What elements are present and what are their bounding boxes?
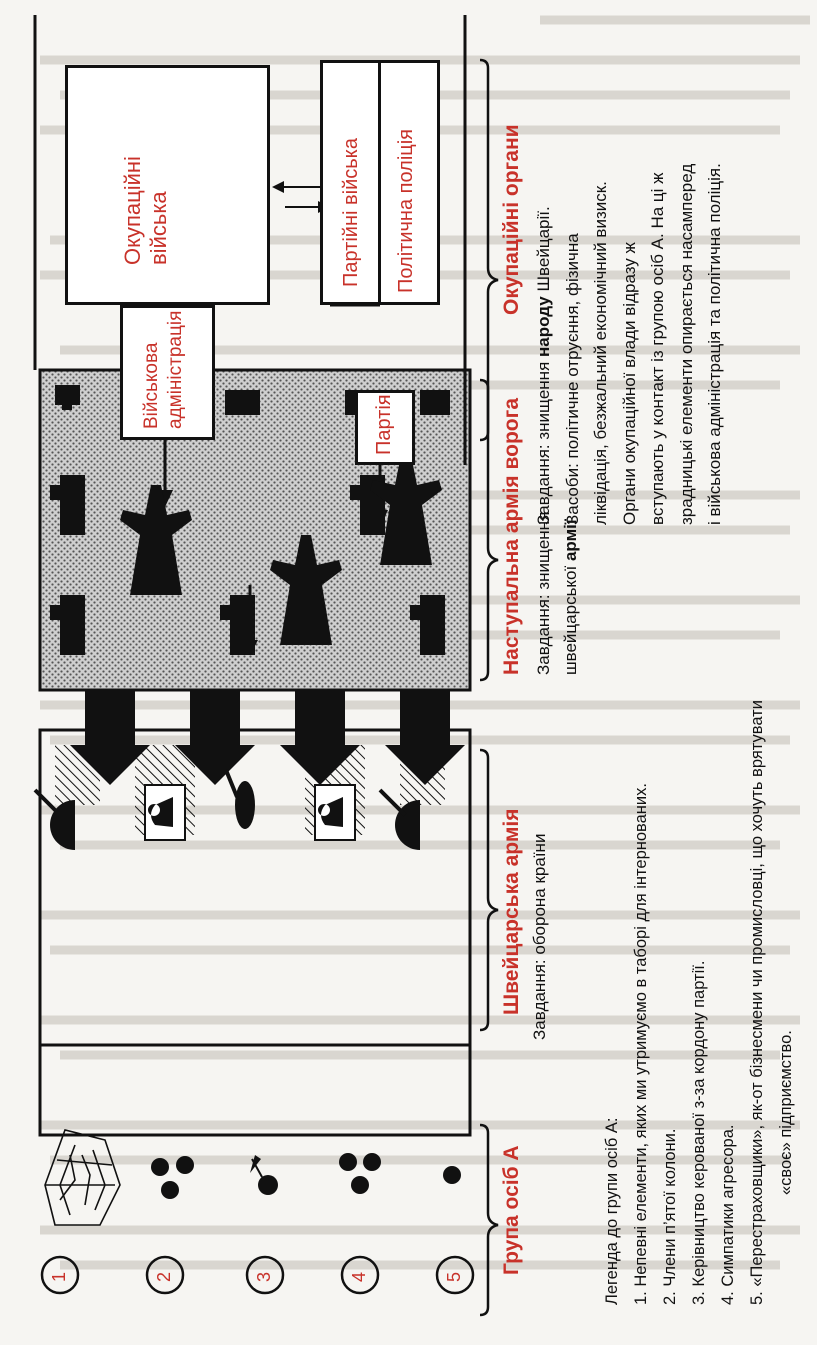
occupation-task-line-2: Засоби: політичне отруєння, фізична [562,233,582,525]
group-number-4: 4 [349,1271,369,1282]
occupation-task: Завдання: знищення народу Швейцарії. Зас… [530,163,730,525]
number-circles [40,1255,475,1295]
group-number-3: 3 [254,1271,274,1282]
occupation-task-bold: народу [534,296,553,357]
military-admin-line-2: адміністрація [165,310,186,429]
enemy-army-icons [50,385,450,655]
legend-item-2: 2. Члени п’ятої колони. [661,1128,679,1305]
occupation-task-text-a: Завдання: знищення [534,357,553,525]
group-brackets [479,58,499,1317]
enemy-army-task-line-2: швейцарської армії [557,512,584,675]
party-troops-label: Партійні війська [340,138,362,287]
occupation-task-line-1: Завдання: знищення народу Швейцарії. [530,163,559,525]
legend-item-1: 1. Непевні елементи, яких ми утримуємо в… [632,783,650,1305]
legend: Легенда до групи осіб А: 1. Непевні елем… [598,700,801,1305]
legend-item-3: 3. Керівництво керованої з-за кордону па… [690,960,708,1305]
group-number-2: 2 [154,1271,174,1282]
enemy-army-task-text: швейцарської [561,561,580,675]
group-number-1: 1 [49,1271,69,1282]
occupation-task-line-4: Органи окупаційної влади відразу ж [619,242,639,525]
political-police-label: Політична поліція [395,128,417,293]
party-box-divider [378,60,381,305]
swiss-army-frame [38,728,472,1137]
enemy-army-heading: Наступальна армія ворога [500,397,523,675]
occupation-troops-line-1: Окупаційні [120,156,145,265]
swiss-army-heading: Швейцарська армія [500,808,523,1015]
occupation-troops-line-2: війська [146,191,171,265]
internment-camp-icon [44,1129,121,1226]
group-a-figures [40,1129,475,1295]
legend-title: Легенда до групи осіб А: [603,1117,621,1305]
group-a-heading: Група осіб А [500,1145,523,1275]
occupation-task-line-5: вступають у контакт із групою осіб А. На… [648,172,667,525]
occupation-task-line-7: і військова адміністрація та політична п… [705,163,724,525]
occupation-task-line-6: зрадницькі елементи опирається насампере… [676,163,696,525]
legend-item-5-continued: «своє» підприємство. [777,1030,795,1195]
military-admin-label: Військова адміністрація [140,311,188,429]
enemy-army-task: Завдання: знищення швейцарської армії [530,512,584,675]
enemy-army-task-bold: армії [561,519,580,562]
legend-item-4: 4. Симпатики агресора. [719,1124,737,1305]
occupation-heading: Окупаційні органи [500,124,523,315]
group-number-5: 5 [444,1271,464,1282]
fifth-column-dots [151,1156,194,1199]
swiss-army-task: Завдання: оборона країни [530,833,549,1040]
party-leadership-icon [250,1155,278,1195]
reinsurers-dot [443,1166,461,1184]
legend-item-5: 5. «Перестраховщики», як-от бізнесмени ч… [748,700,766,1305]
military-admin-line-1: Військова [141,342,162,429]
occupation-task-text-b: Швейцарії. [534,206,553,297]
occupation-task-line-3: ліквідація, безжальний економічний визис… [591,181,610,525]
sympathizers-dots [339,1153,381,1194]
enemy-army-task-line-1: Завдання: знищення [534,511,553,675]
occupation-troops-label: Окупаційні війська [120,105,172,265]
party-label: Партія [373,394,395,455]
swiss-defence-icons [33,745,445,850]
